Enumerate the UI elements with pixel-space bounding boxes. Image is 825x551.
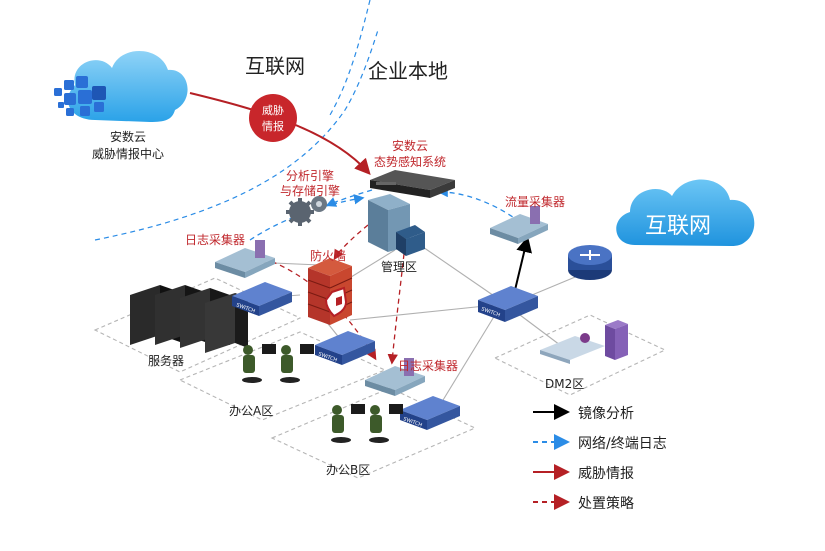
threat-center-cloud-icon <box>54 50 188 122</box>
policy-arrow-collector-mid <box>387 244 406 365</box>
office-a-switch-icon <box>315 331 375 365</box>
office-b-switch-icon <box>400 396 460 430</box>
log-arrow-engine <box>325 189 373 207</box>
firewall-label: 防火墙 <box>310 249 347 263</box>
engine-label-line2: 与存储引擎 <box>279 184 340 198</box>
system-label-line1: 安数云 <box>391 139 428 153</box>
threat-intel-badge <box>249 94 297 142</box>
legend-label-threat: 威胁情报 <box>578 466 634 482</box>
zone-label-internet: 互联网 <box>245 54 305 78</box>
log-arrow-flow <box>437 186 521 223</box>
zone-divider-outer <box>329 0 371 116</box>
legend-label-policy: 处置策略 <box>578 496 634 512</box>
server-switch-icon <box>232 282 292 316</box>
zone-divider-inner <box>94 29 379 241</box>
servers-label: 服务器 <box>148 354 185 368</box>
internet-cloud-icon <box>616 179 755 246</box>
flow-collector-icon <box>490 206 548 244</box>
log-collector-top-label: 日志采集器 <box>185 233 246 247</box>
log-collector-mid-label: 日志采集器 <box>398 359 459 373</box>
link-firewall-coreswitch <box>349 304 496 321</box>
router-icon <box>568 245 612 280</box>
policy-arrow-firewall <box>333 224 369 261</box>
threat-badge-line1: 威胁 <box>262 104 284 117</box>
flow-collector-label: 流量采集器 <box>505 195 566 209</box>
server-rack-icon <box>130 285 248 353</box>
management-zone-label: 管理区 <box>381 260 418 274</box>
management-server-icon <box>368 194 425 256</box>
cloud-center-line1: 安数云 <box>109 130 146 144</box>
office-a-workers-icon <box>242 344 314 383</box>
office-a-zone-box <box>178 331 387 421</box>
link-coreswitch-officeB <box>439 314 496 406</box>
core-switch-icon <box>478 286 538 322</box>
threat-badge-line2: 情报 <box>262 120 284 133</box>
office-b-workers-icon <box>331 404 403 443</box>
log-collector-top-icon <box>215 240 275 278</box>
zone-label-enterprise: 企业本地 <box>368 59 448 83</box>
firewall-icon <box>307 258 353 325</box>
log-collector-mid-icon <box>365 358 425 396</box>
link-coreswitch-dm2 <box>519 314 561 346</box>
system-label-line2: 态势感知系统 <box>373 155 446 169</box>
situational-awareness-appliance-icon <box>370 170 455 198</box>
office-b-zone-box <box>270 387 477 479</box>
engine-gears-icon <box>286 196 327 226</box>
engine-label-line1: 分析引擎 <box>285 169 334 183</box>
legend-label-log: 网络/终端日志 <box>578 436 667 452</box>
link-mgmt-coreswitch <box>419 244 501 301</box>
internet-cloud-label: 互联网 <box>645 214 712 239</box>
dm2-label: DM2区 <box>545 377 585 391</box>
office-b-label: 办公B区 <box>326 463 371 477</box>
cloud-center-line2: 威胁情报中心 <box>91 147 164 161</box>
mirror-arrow <box>514 236 532 291</box>
office-a-label: 办公A区 <box>229 404 274 418</box>
legend-label-mirror: 镜像分析 <box>578 406 634 422</box>
dm2-devices-icon <box>540 320 628 364</box>
